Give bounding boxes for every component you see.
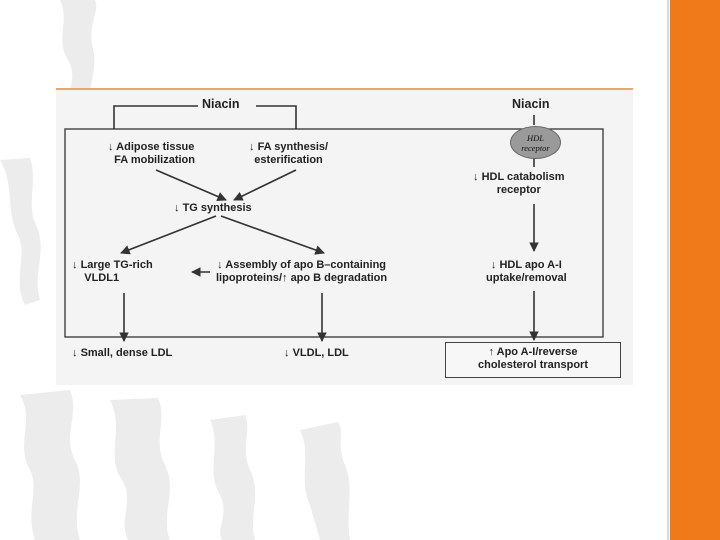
niacin-right-label: Niacin (512, 97, 550, 111)
apo-reverse-box (445, 342, 621, 378)
up-arrow-icon: ↑ (488, 346, 494, 358)
diagram-connectors (64, 105, 604, 342)
down-arrow-icon: ↓ (490, 259, 497, 271)
down-arrow-icon: ↓ (72, 259, 78, 271)
diagram-labels: Niacin Niacin HDL receptor ↓ Adipose tis… (56, 88, 633, 383)
down-arrow-icon: ↓ (108, 141, 114, 153)
down-arrow-icon: ↓ (284, 347, 290, 359)
large-tg-node: ↓ Large TG-rich VLDL1 (72, 259, 153, 284)
vldl-ldl-node: ↓ VLDL, LDL (284, 347, 349, 359)
receptor-title: HDL (526, 132, 544, 143)
down-arrow-icon: ↓ (217, 259, 223, 271)
hdl-catabolism-node: ↓ HDL catabolism receptor (473, 171, 565, 196)
assembly-node: ↓ Assembly of apo B–containing lipoprote… (216, 259, 388, 284)
up-arrow-icon: ↑ (282, 271, 288, 284)
adipose-node: ↓ Adipose tissue FA mobilization (108, 141, 195, 166)
apo-reverse-node: ↑ Apo A-I/reverse cholesterol transport (477, 346, 589, 371)
receptor-subtitle: receptor (521, 142, 550, 153)
hdl-apo-node: ↓ HDL apo A-I uptake/removal (486, 259, 567, 284)
slide-accent-bar (670, 0, 720, 540)
down-arrow-icon: ↓ (249, 141, 255, 153)
down-arrow-icon: ↓ (72, 347, 78, 359)
niacin-left-label: Niacin (202, 97, 240, 111)
tg-synthesis-node: ↓ TG synthesis (174, 202, 252, 214)
down-arrow-icon: ↓ (473, 171, 479, 183)
down-arrow-icon: ↓ (174, 202, 180, 214)
background-texture (0, 0, 350, 540)
hdl-receptor-node: HDL receptor (510, 126, 561, 159)
slide-divider (667, 0, 669, 540)
small-ldl-node: ↓ Small, dense LDL (72, 347, 173, 359)
fa-synthesis-node: ↓ FA synthesis/ esterification (249, 141, 329, 166)
